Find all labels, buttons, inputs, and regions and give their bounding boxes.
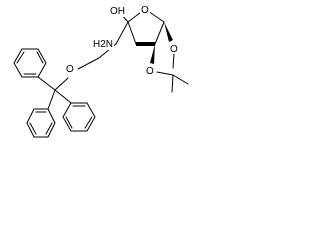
dioxolane-oxygen-upper-label: O bbox=[170, 44, 178, 55]
phenyl-ring-left bbox=[13, 48, 47, 78]
bond-cq-methyl1 bbox=[172, 74, 189, 85]
bond-o-trityl bbox=[54, 77, 69, 91]
phenyl-ring-bottom bbox=[26, 108, 56, 138]
ether-oxygen-label: O bbox=[66, 64, 74, 75]
wedge-c2-o bbox=[150, 44, 155, 64]
wedge-c1-o bbox=[164, 22, 173, 42]
isopropylidene-acetal: O O bbox=[145, 22, 189, 93]
hydroxyl-label: OH bbox=[110, 6, 125, 17]
bond-c6-o bbox=[77, 57, 100, 70]
dioxolane-oxygen-lower-label: O bbox=[146, 66, 154, 77]
bold-bond-c2-c3 bbox=[136, 42, 155, 46]
molecule-structure: OH H2N O O O O bbox=[13, 5, 189, 138]
ring-oxygen-label: O bbox=[141, 5, 149, 16]
bond-c1-c2 bbox=[154, 21, 165, 45]
bond-trityl-phenyl-bottom bbox=[47, 89, 56, 110]
bond-trityl-phenyl-right bbox=[54, 89, 72, 104]
bond-cq-methyl2 bbox=[171, 74, 174, 93]
amino-label: H2N bbox=[93, 39, 113, 50]
bond-trityl-phenyl-left bbox=[37, 76, 56, 91]
bond-o2-cq bbox=[156, 71, 174, 76]
phenyl-ring-right bbox=[62, 102, 96, 132]
bond-o1-cq bbox=[172, 53, 175, 69]
bond-c3-c4 bbox=[127, 21, 137, 45]
bond-c4-c5 bbox=[115, 21, 129, 45]
